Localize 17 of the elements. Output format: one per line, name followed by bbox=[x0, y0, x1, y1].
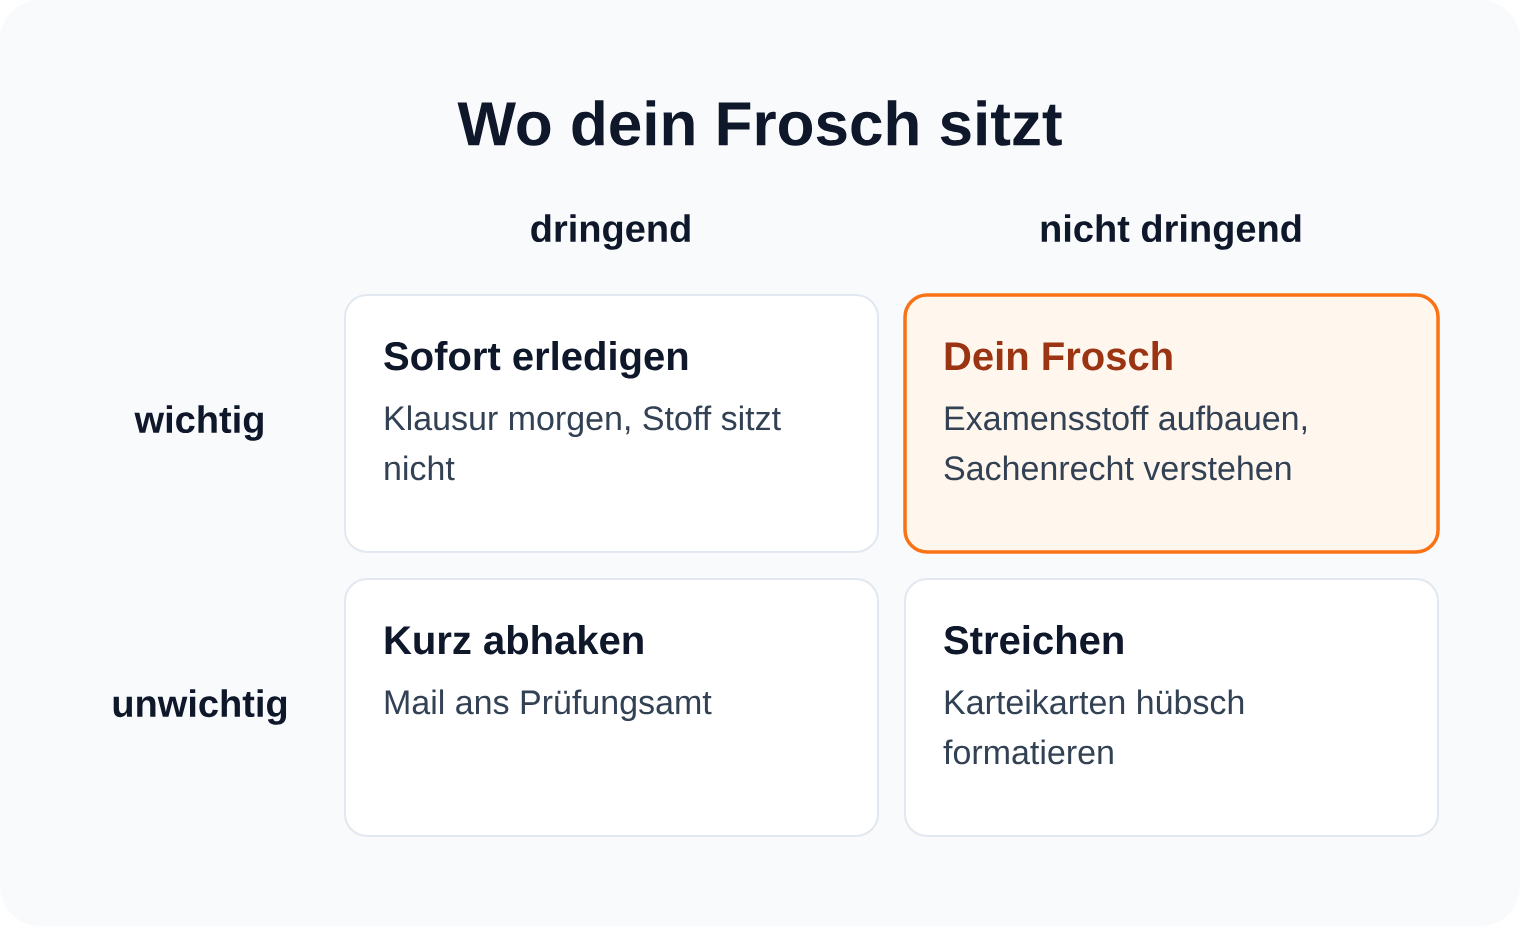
card-text: Examensstoff aufbauen, Sachenrecht verstehen bbox=[944, 405, 1306, 481]
card-heading: Sofort erledigen bbox=[384, 341, 688, 379]
card bbox=[904, 578, 1439, 837]
row-heading: unwichtig bbox=[113, 689, 287, 725]
card bbox=[344, 578, 879, 837]
title: Wo dein Frosch sitzt bbox=[457, 100, 1062, 146]
card bbox=[344, 294, 879, 553]
column-heading: nicht dringend bbox=[1041, 214, 1301, 250]
card-heading: Streichen bbox=[944, 625, 1123, 655]
card-text: Mail ans Prüfungsamt bbox=[385, 689, 712, 722]
column-heading: dringend bbox=[531, 214, 690, 250]
row-heading: wichtig bbox=[134, 405, 263, 441]
card-text: Klausur morgen, Stoff sitzt nicht bbox=[385, 405, 781, 481]
card-heading: Dein Frosch bbox=[945, 341, 1172, 371]
card-heading: Kurz abhaken bbox=[385, 625, 643, 655]
card bbox=[903, 293, 1440, 554]
card-text: Karteikarten hübsch formatieren bbox=[943, 689, 1244, 765]
